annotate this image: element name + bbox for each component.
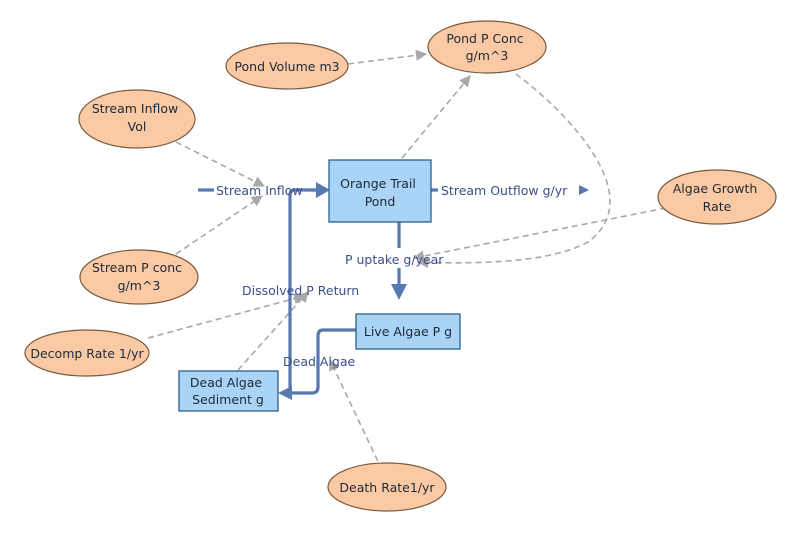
flow-pipe-dissolved-p-return[interactable] [288, 188, 316, 392]
variable-stream-inflow-vol-label-line1: Stream Inflow [92, 101, 179, 116]
stock-box[interactable] [178, 370, 279, 412]
link-stream-p-conc-to-stream-inflow [175, 195, 263, 255]
link-pond-p-conc-to-p-uptake [416, 73, 611, 268]
variable-ellipse[interactable] [327, 462, 447, 512]
stock-sediment-label-line2: Sediment g [192, 392, 264, 407]
link-death-rate-to-dead-algae [329, 358, 383, 471]
link-pond-to-pond-p-conc [401, 75, 471, 159]
arrowhead-dead-algae [278, 386, 292, 400]
link-algae-growth-rate-to-p-uptake [412, 207, 667, 262]
flow-labels: Stream Inflow Stream Outflow g/yr P upta… [216, 183, 568, 369]
info-links [147, 49, 667, 471]
variable-ellipse[interactable] [78, 89, 196, 149]
variable-pond-volume[interactable]: Pond Volume m3 [225, 42, 349, 90]
svg-text:Stream Inflow Vol: Stream Inflow Vol [92, 101, 183, 134]
svg-text:Pond P Conc g/m^3: Pond P Conc g/m^3 [446, 31, 527, 63]
variable-algae-growth-rate-label-line2: Rate [703, 199, 732, 214]
arrowhead-stream-inflow [316, 182, 330, 198]
arrowhead-stream-outflow [579, 185, 589, 195]
stock-box[interactable] [328, 159, 432, 223]
variable-ellipse[interactable] [79, 249, 199, 305]
svg-text:Pond Volume m3: Pond Volume m3 [234, 59, 339, 74]
svg-text:Dead Algae Sediment g: Dead Algae Sediment g [190, 375, 266, 407]
stock-live-algae[interactable]: Live Algae P g [355, 313, 461, 350]
variable-pond-p-conc-label-line1: Pond P Conc [446, 31, 523, 46]
svg-text:Stream P conc g/m^3: Stream P conc g/m^3 [92, 260, 186, 293]
variable-stream-p-conc-label-line2: g/m^3 [118, 278, 161, 293]
link-stream-inflow-vol-to-stream-inflow [175, 141, 266, 187]
flow-label-stream-inflow: Stream Inflow [216, 183, 303, 198]
flow-label-stream-outflow: Stream Outflow g/yr [441, 183, 568, 198]
svg-text:Death Rate1/yr: Death Rate1/yr [339, 480, 435, 495]
flow-label-p-uptake: P uptake g/year [345, 252, 444, 267]
svg-text:Live Algae P g: Live Algae P g [364, 324, 452, 339]
variable-pond-p-conc[interactable]: Pond P Conc g/m^3 [427, 20, 547, 74]
variable-ellipse[interactable] [225, 42, 349, 90]
variable-decomp-rate[interactable]: Decomp Rate 1/yr [24, 329, 150, 377]
variable-ellipse[interactable] [24, 329, 150, 377]
variable-stream-inflow-vol[interactable]: Stream Inflow Vol [78, 89, 196, 149]
flow-label-dead-algae: Dead Algae [283, 354, 356, 369]
variable-algae-growth-rate-label-line1: Algae Growth [673, 181, 758, 196]
stock-pond-label-line2: Pond [365, 194, 396, 209]
variable-stream-p-conc-label-line1: Stream P conc [92, 260, 182, 275]
link-decomp-rate-to-dissolved-p-return [147, 293, 306, 339]
flow-arrowheads [278, 182, 589, 400]
arrowhead-p-uptake [391, 284, 407, 300]
variable-stream-inflow-vol-label-line2: Vol [128, 119, 147, 134]
link-pond-volume-to-pond-p-conc [347, 49, 428, 65]
flow-label-dissolved-p-return: Dissolved P Return [242, 283, 359, 298]
variable-pond-p-conc-label-line2: g/m^3 [466, 48, 509, 63]
variable-ellipse[interactable] [427, 20, 547, 74]
flow-pipe-dead-algae[interactable] [292, 328, 356, 395]
link-sediment-to-dissolved-p-return [237, 291, 309, 371]
variable-death-rate[interactable]: Death Rate1/yr [327, 462, 447, 512]
stock-box[interactable] [355, 313, 461, 350]
variable-algae-growth-rate[interactable]: Algae Growth Rate [657, 169, 777, 225]
variable-ellipse[interactable] [657, 169, 777, 225]
stock-live-algae-label: Live Algae P g [364, 324, 452, 339]
svg-text:Decomp Rate 1/yr: Decomp Rate 1/yr [30, 346, 144, 361]
variable-death-rate-label: Death Rate1/yr [339, 480, 435, 495]
stock-sediment-label-line1: Dead Algae [190, 375, 263, 390]
variable-pond-volume-label: Pond Volume m3 [234, 59, 339, 74]
variable-stream-p-conc[interactable]: Stream P conc g/m^3 [79, 249, 199, 305]
svg-text:Orange Trail Pond: Orange Trail Pond [340, 176, 420, 209]
variable-decomp-rate-label: Decomp Rate 1/yr [30, 346, 144, 361]
svg-text:Algae Growth Rate: Algae Growth Rate [673, 181, 762, 214]
stock-pond[interactable]: Orange Trail Pond [328, 159, 432, 223]
stock-sediment[interactable]: Dead Algae Sediment g [178, 370, 279, 412]
stock-pond-label-line1: Orange Trail [340, 176, 416, 191]
